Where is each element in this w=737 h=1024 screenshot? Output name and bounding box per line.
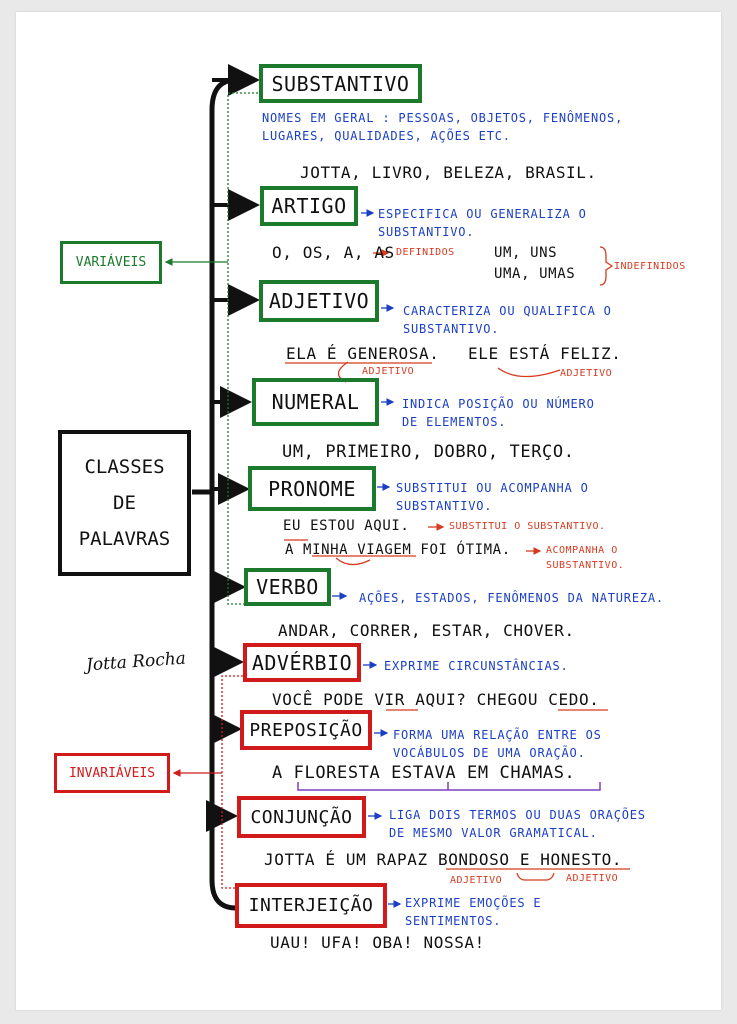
main-title-line3: PALAVRAS [78,528,171,550]
brace-conjuncao [516,872,555,881]
class-box-verbo: VERBO [244,568,331,606]
example-artigo-definidos: O, OS, A, AS [272,243,395,262]
example-adverbio: VOCÊ PODE VIR AQUI? CHEGOU CEDO. [272,690,600,709]
desc-verbo: AÇÕES, ESTADOS, FENÔMENOS DA NATUREZA. [359,591,664,605]
example-artigo-indef-1: UM, UNS [494,245,558,261]
note-pronome-2b: SUBSTANTIVO. [546,560,625,571]
note-adjetivo-2: ADJETIVO [560,368,613,379]
variable-group-label: VARIÁVEIS [60,241,162,284]
indefinite-brace [599,246,614,286]
variable-bracket [227,92,258,605]
example-conjuncao: JOTTA É UM RAPAZ BONDOSO E HONESTO. [264,850,623,869]
class-box-numeral: NUMERAL [252,378,379,426]
main-title-line1: CLASSES [84,456,165,478]
example-preposicao: A FLORESTA ESTAVA EM CHAMAS. [272,763,576,783]
example-adjetivo-1: ELA É GENEROSA. [286,344,440,363]
invariable-bracket [221,675,243,889]
invariable-group-label: INVARIÁVEIS [54,753,170,793]
example-interjeicao: UAU! UFA! OBA! NOSSA! [270,933,485,952]
note-adjetivo-1: ADJETIVO [362,366,415,377]
desc-substantivo: NOMES EM GERAL : PESSOAS, OBJETOS, FENÔM… [262,111,624,143]
main-title-line2: DE [113,492,136,514]
example-pronome-1: EU ESTOU AQUI. [283,518,410,534]
example-artigo-indef-2: UMA, UMAS [494,266,576,282]
paper-sheet [16,12,721,1010]
class-box-conjuncao: CONJUNÇÃO [237,796,366,838]
class-box-interjeicao: INTERJEIÇÃO [235,883,387,928]
example-verbo: ANDAR, CORRER, ESTAR, CHOVER. [278,621,575,640]
class-box-artigo: ARTIGO [260,186,358,226]
main-spine [209,77,237,911]
note-indefinidos: INDEFINIDOS [614,261,686,272]
main-title-box: CLASSES DE PALAVRAS [58,430,191,576]
example-numeral: UM, PRIMEIRO, DOBRO, TERÇO. [282,442,575,462]
curve-minha [335,557,371,566]
class-box-preposicao: PREPOSIÇÃO [240,710,372,750]
note-pronome-2a: ACOMPANHA O [546,545,618,556]
note-conjuncao-1: ADJETIVO [450,875,503,886]
example-adjetivo-2: ELE ESTÁ FELIZ. [468,344,622,363]
example-substantivo: JOTTA, LIVRO, BELEZA, BRASIL. [300,163,597,182]
curve-adjetivo-2 [497,367,561,378]
note-pronome-1: SUBSTITUI O SUBSTANTIVO. [449,521,606,532]
class-box-adjetivo: ADJETIVO [259,280,379,322]
example-pronome-2: A MINHA VIAGEM FOI ÓTIMA. [285,542,511,558]
bracket-floresta [297,782,601,791]
desc-adverbio: EXPRIME CIRCUNSTÂNCIAS. [384,659,569,673]
class-box-pronome: PRONOME [248,466,376,511]
class-box-substantivo: SUBSTANTIVO [259,64,422,103]
note-conjuncao-2: ADJETIVO [566,873,619,884]
note-definidos: DEFINIDOS [396,247,455,258]
class-box-adverbio: ADVÉRBIO [243,643,361,682]
